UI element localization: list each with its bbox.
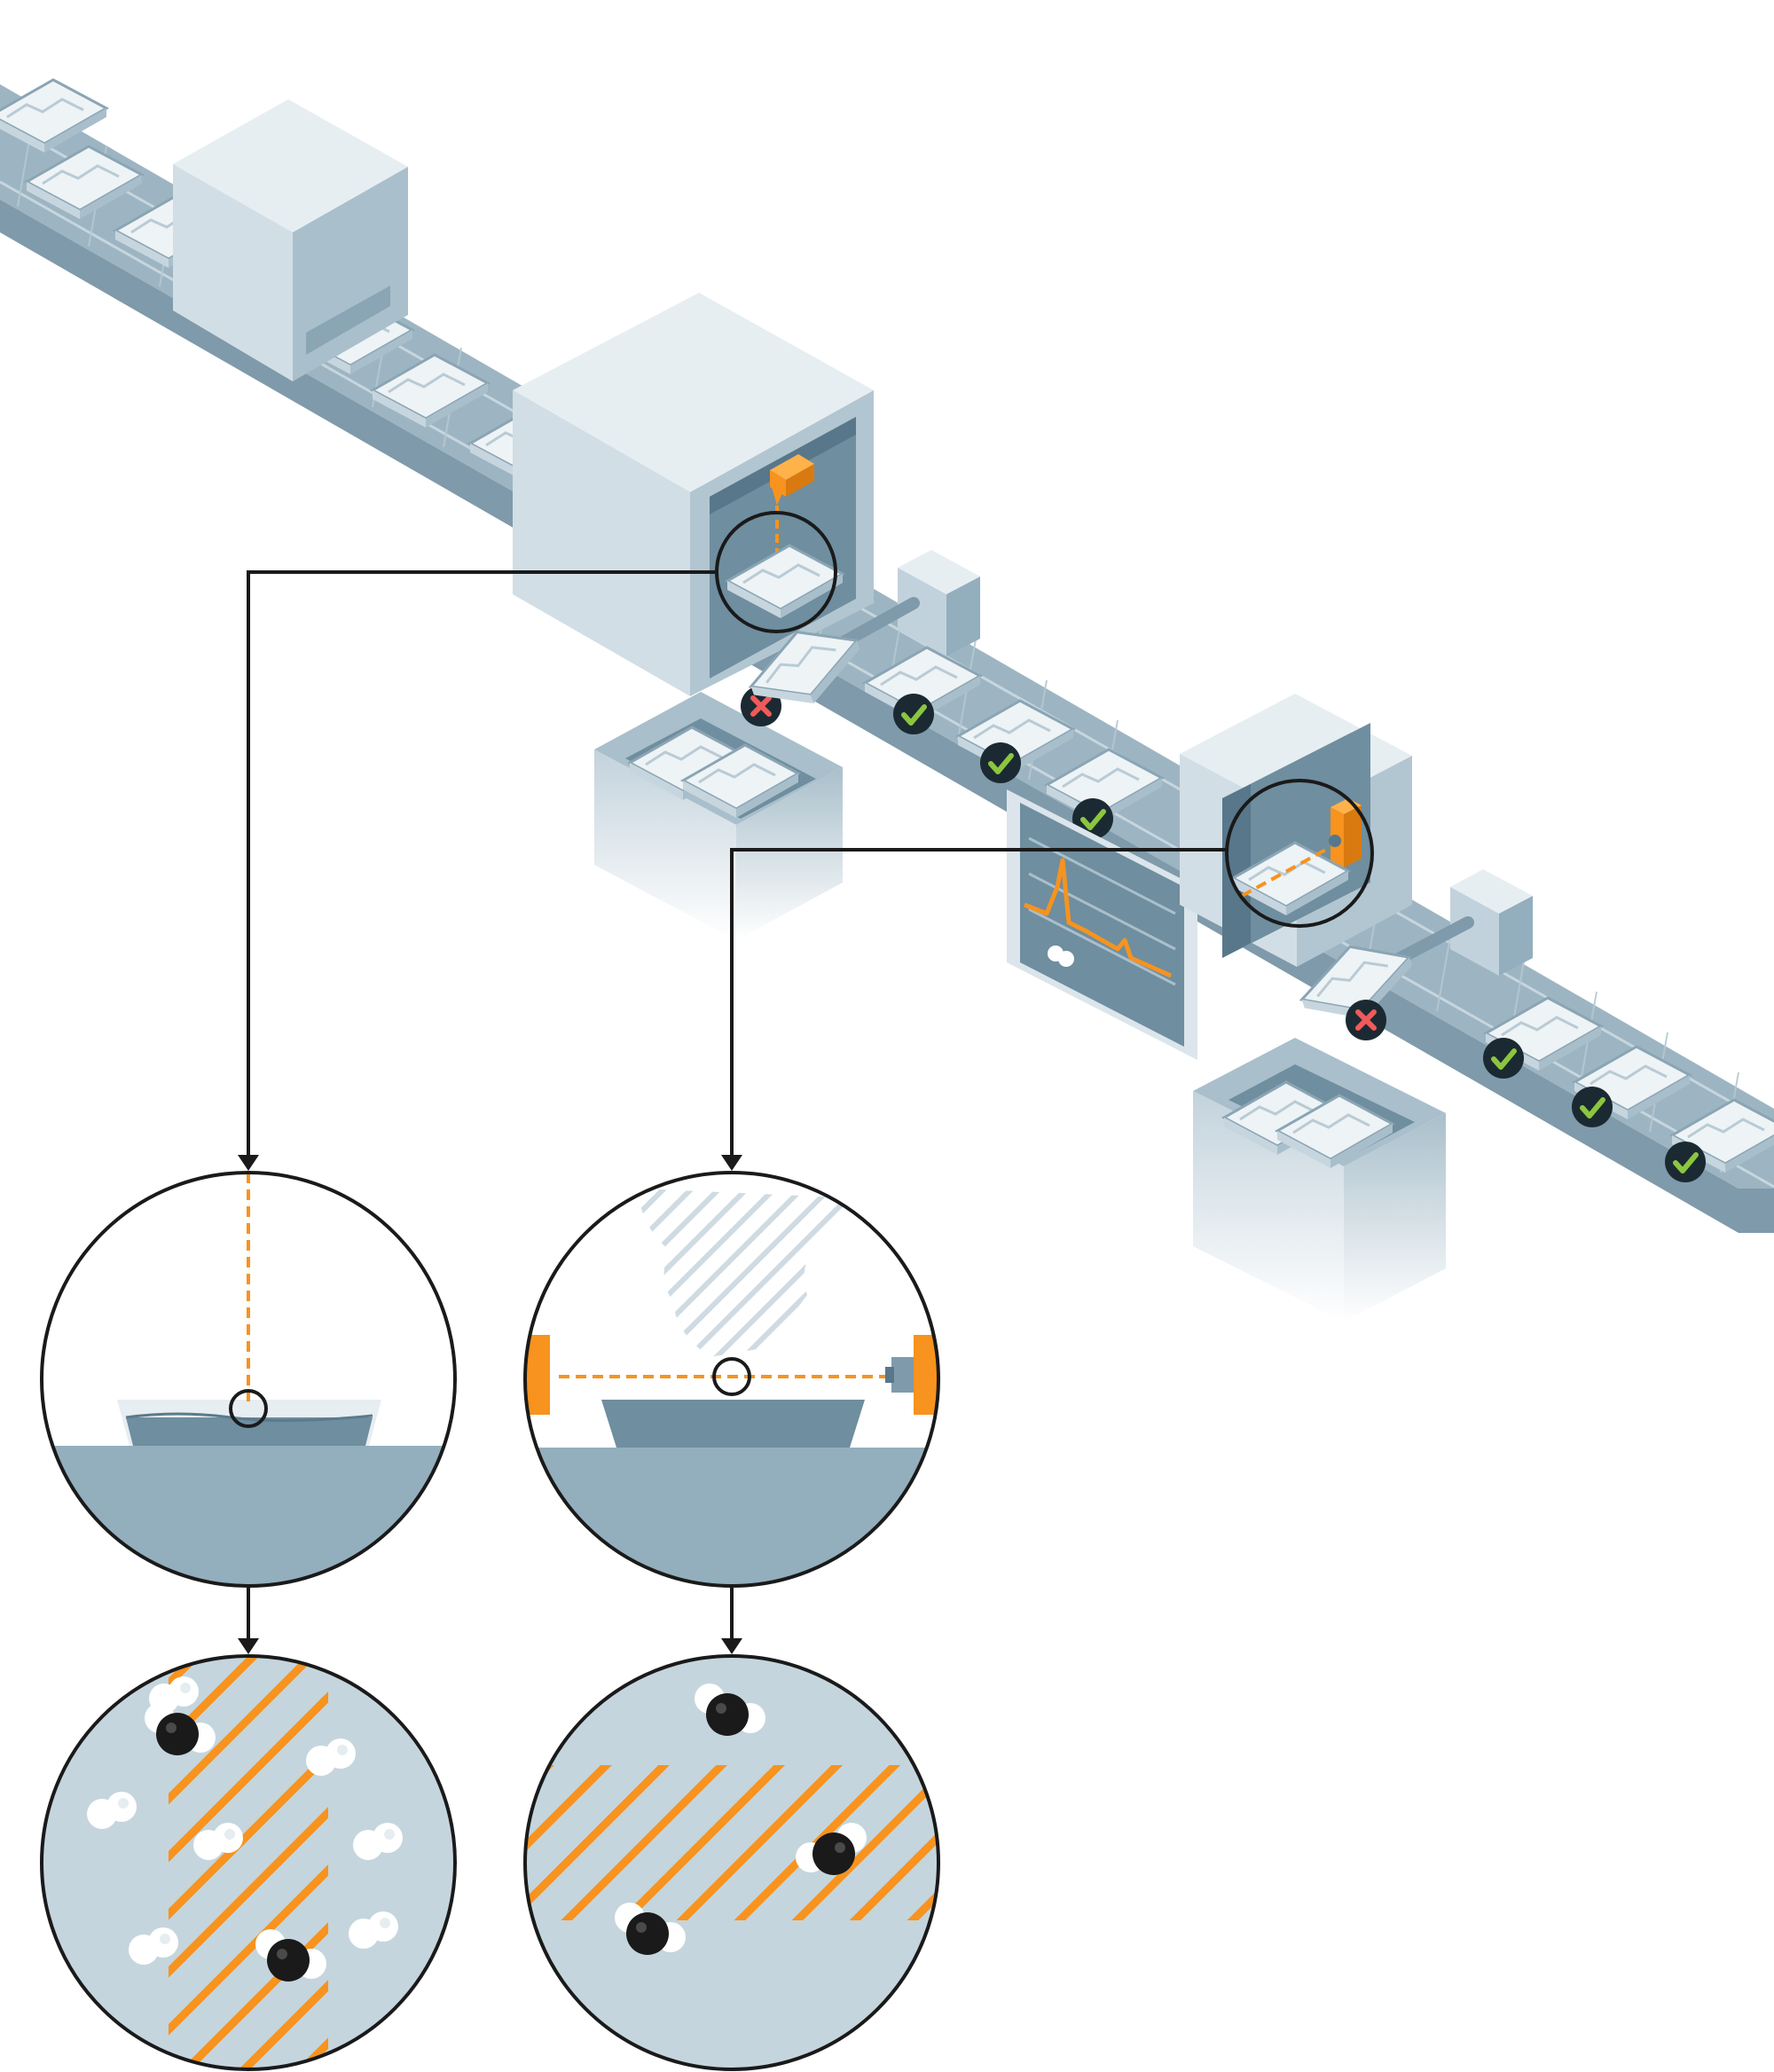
sensor-head-icon <box>1329 798 1362 867</box>
sensor-head-icon <box>770 454 814 506</box>
check-icon <box>1572 1087 1613 1127</box>
check-icon <box>893 694 934 734</box>
arrow-heads <box>238 1155 742 1654</box>
reject-bin-1 <box>594 612 874 940</box>
zoom-molecules-vertical <box>40 1654 457 2071</box>
callout-ring-side-sensor <box>1225 779 1374 928</box>
top-sensor-station <box>513 293 874 696</box>
check-icon <box>980 742 1021 783</box>
zoom-top-beam <box>40 1171 457 1588</box>
reject-x-icon <box>1346 1000 1386 1040</box>
check-icon <box>1483 1038 1524 1079</box>
zoom-molecules-horizontal <box>523 1654 940 2071</box>
zoom-side-beam <box>523 1171 940 1588</box>
reject-bin-2 <box>1193 929 1446 1322</box>
enclosure-machine-1 <box>173 99 408 381</box>
signal-monitor-icon <box>1007 789 1197 1060</box>
check-icon <box>1665 1142 1706 1182</box>
side-sensor-station <box>1180 694 1412 967</box>
